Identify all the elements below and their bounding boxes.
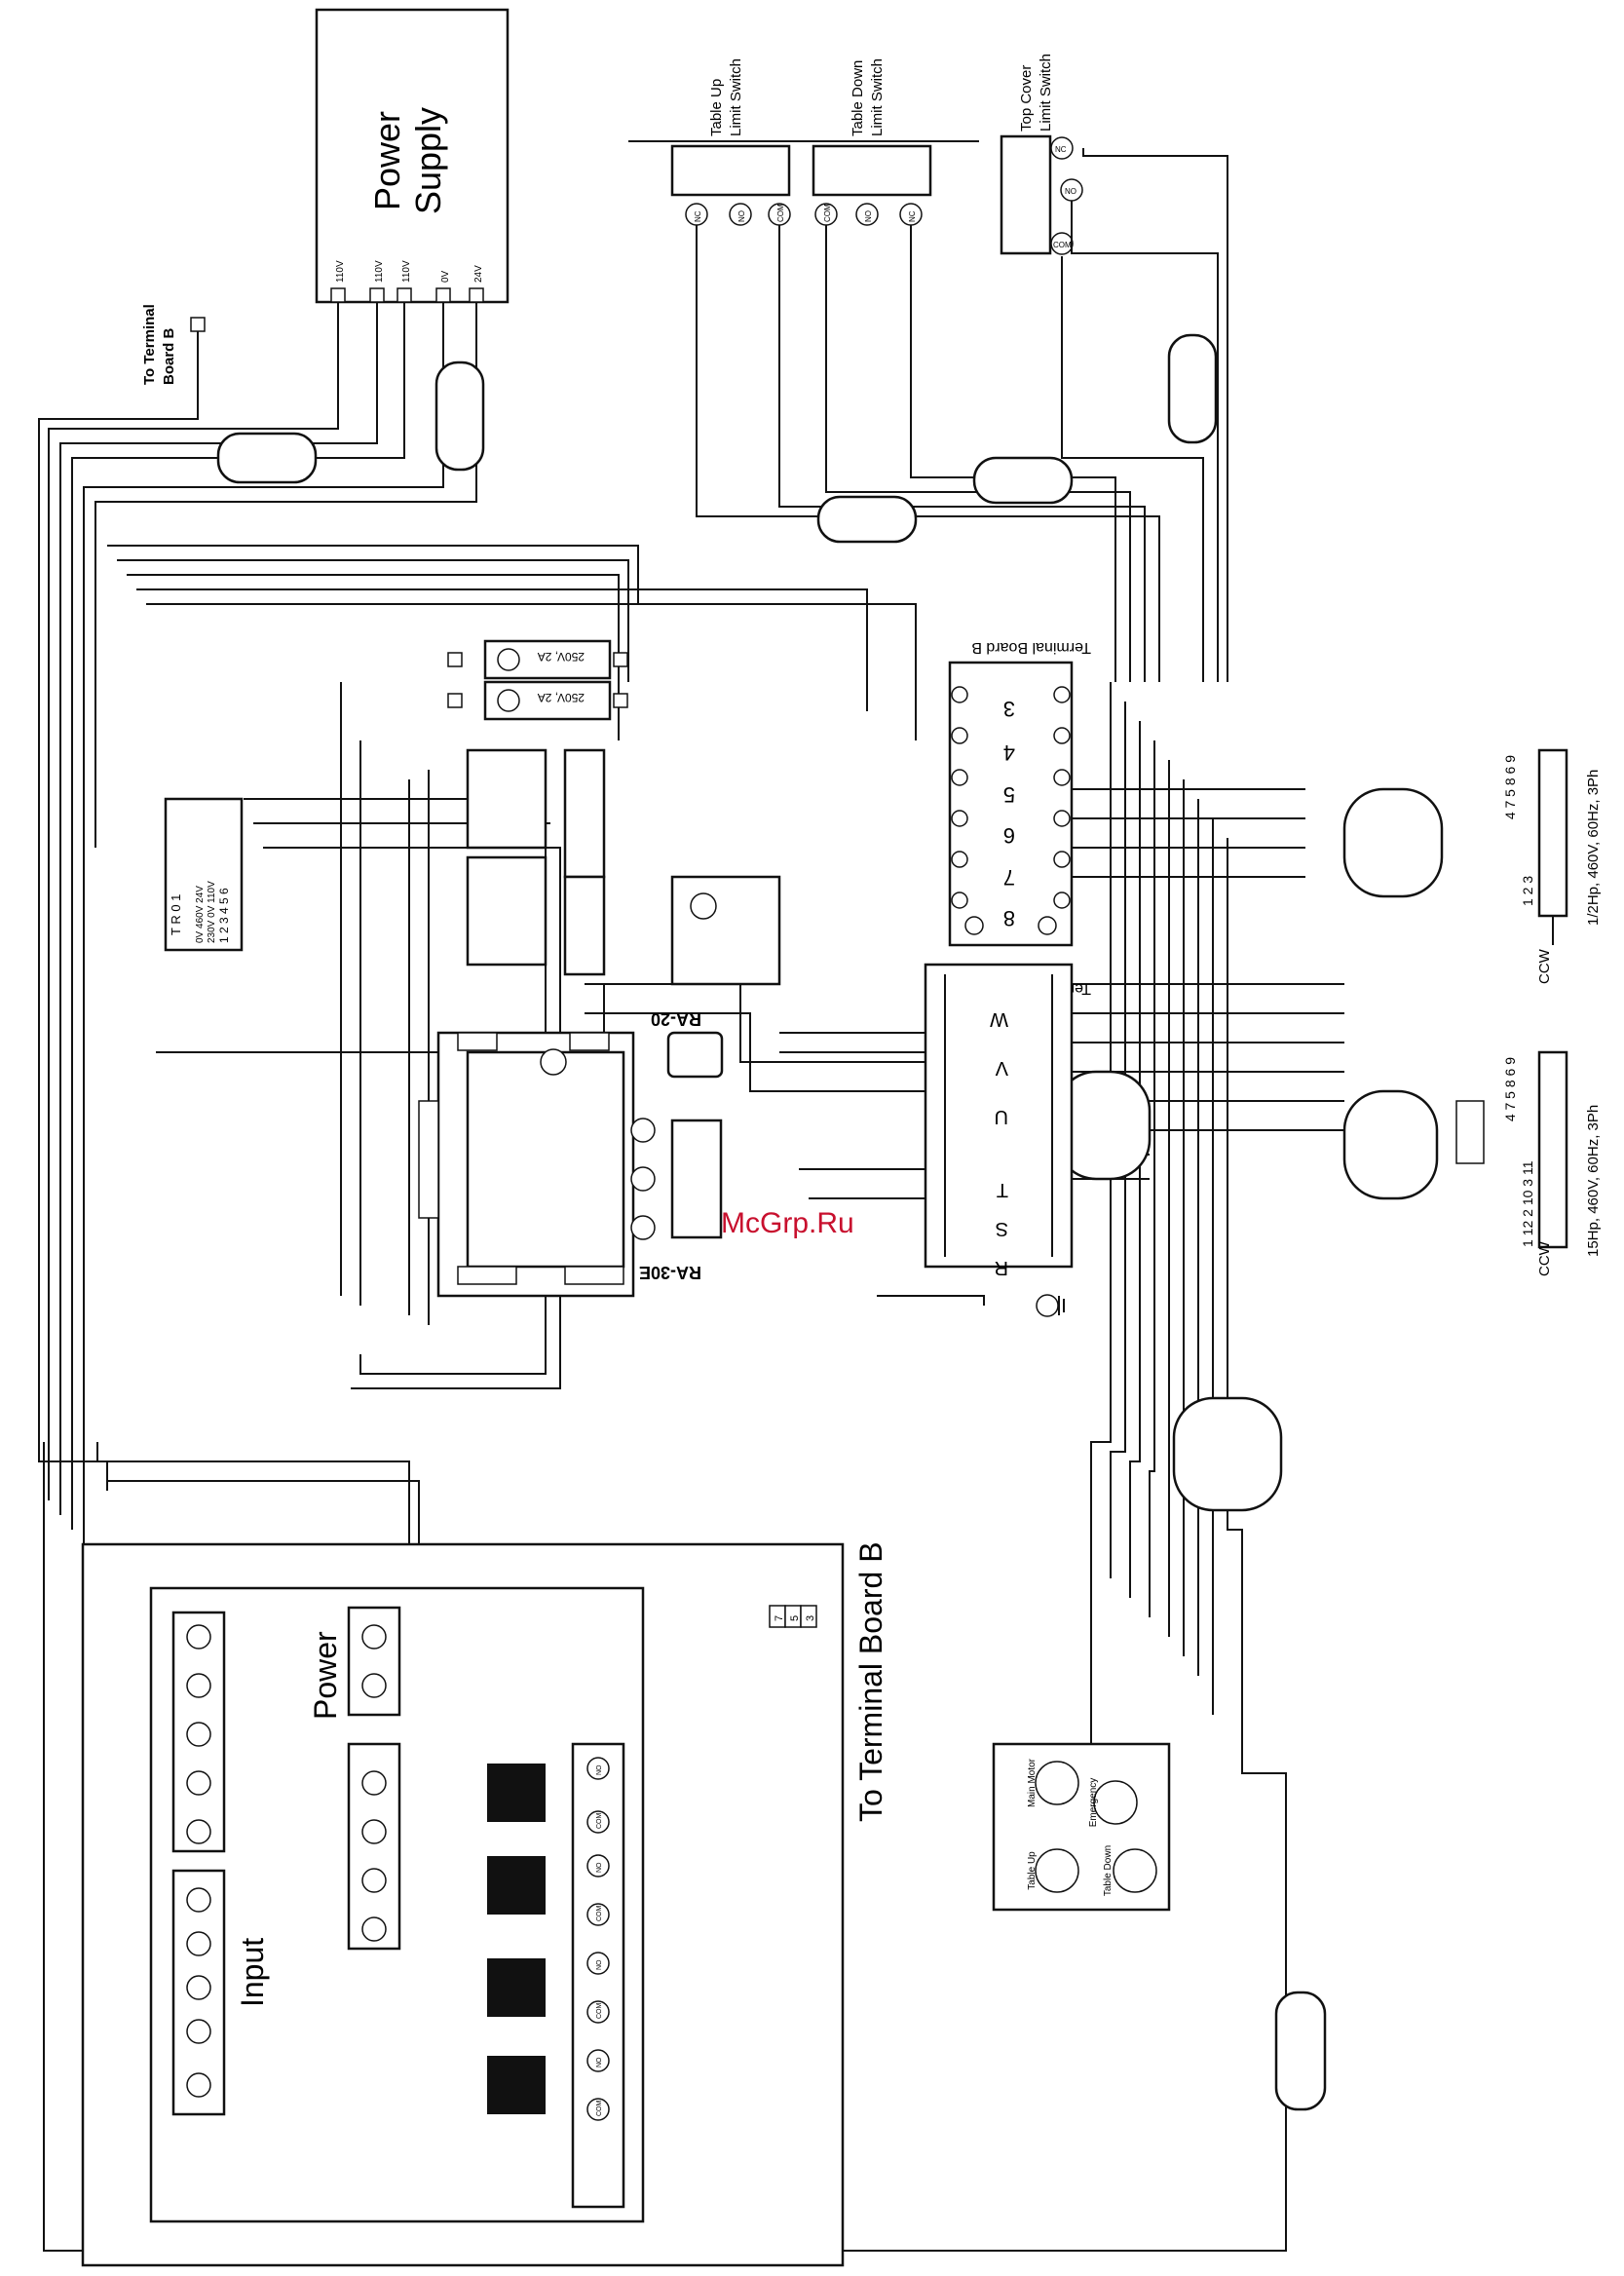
motor-large-ccw: CCW bbox=[1536, 1240, 1553, 1276]
terminal-board-b: Terminal Board B 3 4 5 6 7 8 bbox=[948, 639, 1091, 947]
relay-contact-4: COM bbox=[596, 1906, 603, 1922]
terminal-board-b-label: Terminal Board B bbox=[971, 639, 1091, 656]
panel-terminal-tags: 7 5 3 bbox=[769, 1605, 817, 1628]
relay-contact-5: NO bbox=[596, 1959, 603, 1970]
relay-contact-1: NO bbox=[596, 1764, 603, 1775]
tb-b-num-4: 4 bbox=[1003, 740, 1015, 765]
ps-pin-5: 24V bbox=[473, 265, 484, 283]
fuse-block: 250V, 2A 250V, 2A bbox=[447, 639, 628, 721]
fuse-1-label: 250V, 2A bbox=[538, 650, 585, 664]
motor-small-rating: 1/2Hp, 460V, 60Hz, 3Ph bbox=[1585, 770, 1602, 926]
xfmr-digits: 1 2 3 4 5 6 bbox=[217, 888, 231, 943]
contactor-ra-20: RA-20 bbox=[466, 748, 781, 1029]
ps-pin-1: 110V bbox=[335, 260, 346, 283]
tb-b-num-8: 8 bbox=[1003, 906, 1015, 930]
fuse-2-label: 250V, 2A bbox=[538, 691, 585, 704]
tb-b-num-5: 5 bbox=[1003, 782, 1015, 807]
tb-a-v: V bbox=[995, 1057, 1008, 1079]
motor-small-terms-bot: 1 2 3 bbox=[1520, 876, 1535, 906]
motor-small: 4 7 5 8 6 9 1 2 3 1/2Hp, 460V, 60Hz, 3Ph… bbox=[1502, 748, 1602, 984]
relay-contact-7: NO bbox=[596, 2057, 603, 2067]
to-tb-b-small-2: Board B bbox=[161, 327, 177, 385]
contactor-ra-30e: RA-30E bbox=[418, 1031, 724, 1298]
power-supply-pins: 110V 110V 110V 0V 24V bbox=[330, 260, 484, 303]
xfmr-top-row: T R 0 1 bbox=[169, 894, 183, 935]
pb-table-up: Table Up bbox=[1027, 1851, 1038, 1890]
relay-contact-8: COM bbox=[596, 2101, 603, 2117]
table-up-no: NO bbox=[737, 210, 746, 222]
tb-b-num-3: 3 bbox=[1003, 697, 1015, 721]
relay-contacts: NO COM NO COM NO COM NO COM bbox=[586, 1757, 610, 2121]
table-up-limit-switch: Table Up Limit Switch NC NO COM bbox=[670, 58, 791, 226]
top-cover-com: COM bbox=[1053, 241, 1072, 249]
transformer-terminal-block: T R 0 1 0V 460V 24V 230V 0V 110V 1 2 3 4… bbox=[164, 797, 244, 952]
ps-pin-4: 0V bbox=[440, 270, 451, 283]
to-terminal-board-b-small: To Terminal Board B bbox=[141, 304, 206, 385]
relay-blocks bbox=[487, 1764, 546, 2114]
power-supply: Power Supply 110V 110V 110V 0V 24V bbox=[315, 8, 510, 304]
panel-knobs bbox=[186, 1624, 387, 2098]
table-down-ls-1: Table Down bbox=[850, 60, 866, 136]
relay-contact-2: COM bbox=[596, 1813, 603, 1830]
pushbutton-station: Main Motor Emergency Table Up Table Down bbox=[992, 1742, 1171, 1912]
motor-large-terms-bot: 1 12 2 10 3 11 bbox=[1520, 1160, 1535, 1247]
table-down-nc: NC bbox=[908, 210, 917, 222]
to-tb-b-small-1: To Terminal bbox=[141, 304, 158, 385]
terminal-board-a: Terminal Board A W V U T S R bbox=[924, 963, 1091, 1278]
motor-small-ccw: CCW bbox=[1536, 948, 1553, 984]
tag-7: 7 bbox=[774, 1615, 785, 1621]
table-up-ls-2: Limit Switch bbox=[728, 58, 744, 136]
ground-symbol bbox=[1036, 1294, 1065, 1317]
top-cover-limit-switch: Top Cover Limit Switch NC NO COM bbox=[1000, 54, 1083, 255]
tb-a-w: W bbox=[990, 1008, 1008, 1030]
tag-3: 3 bbox=[805, 1615, 816, 1621]
motor-large-terms-top: 4 7 5 8 6 9 bbox=[1502, 1057, 1518, 1121]
top-cover-ls-1: Top Cover bbox=[1018, 65, 1035, 132]
table-down-limit-switch: Table Down Limit Switch COM NO NC bbox=[812, 58, 932, 226]
relay-contact-6: COM bbox=[596, 2003, 603, 2020]
panel-to-tb-b: To Terminal Board B bbox=[853, 1541, 888, 1822]
pb-table-down: Table Down bbox=[1103, 1845, 1114, 1896]
control-panel: Power Input NO COM NO COM NO bbox=[81, 1541, 888, 2267]
top-cover-no: NO bbox=[1065, 187, 1076, 196]
power-supply-title-1: Power bbox=[367, 111, 407, 210]
table-down-no: NO bbox=[864, 210, 873, 222]
top-cover-nc: NC bbox=[1055, 145, 1067, 154]
table-up-com: COM bbox=[776, 204, 785, 222]
tb-a-s: S bbox=[996, 1218, 1008, 1239]
pb-main-motor: Main Motor bbox=[1027, 1758, 1038, 1807]
tag-5: 5 bbox=[789, 1615, 801, 1621]
table-down-ls-2: Limit Switch bbox=[869, 58, 886, 136]
motor-large: 4 7 5 8 6 9 1 12 2 10 3 11 15Hp, 460V, 6… bbox=[1455, 1050, 1602, 1276]
ra-20-label: RA-20 bbox=[651, 1009, 701, 1029]
tb-b-screws bbox=[951, 686, 1071, 909]
cable-sheaths bbox=[216, 333, 1444, 2111]
tb-a-r: R bbox=[995, 1257, 1008, 1278]
ps-pin-2: 110V bbox=[374, 260, 385, 283]
tb-b-num-6: 6 bbox=[1003, 823, 1015, 848]
panel-power-label: Power bbox=[308, 1631, 343, 1720]
pb-emergency: Emergency bbox=[1088, 1778, 1099, 1828]
tb-a-u: U bbox=[995, 1106, 1008, 1127]
relay-contact-3: NO bbox=[596, 1862, 603, 1873]
motor-small-terms-top: 4 7 5 8 6 9 bbox=[1502, 755, 1518, 819]
panel-input-label: Input bbox=[235, 1938, 270, 2007]
power-supply-title-2: Supply bbox=[408, 107, 448, 214]
top-cover-ls-2: Limit Switch bbox=[1038, 54, 1054, 132]
table-down-com: COM bbox=[823, 204, 832, 222]
table-up-nc: NC bbox=[694, 210, 702, 222]
tb-b-num-7: 7 bbox=[1003, 865, 1015, 890]
ra-30e-label: RA-30E bbox=[639, 1263, 701, 1282]
table-up-ls-1: Table Up bbox=[708, 79, 725, 136]
tb-a-t: T bbox=[997, 1179, 1008, 1200]
motor-large-rating: 15Hp, 460V, 60Hz, 3Ph bbox=[1585, 1105, 1602, 1257]
ps-pin-3: 110V bbox=[401, 260, 412, 283]
watermark: McGrp.Ru bbox=[721, 1207, 854, 1239]
xfmr-line-a: 0V 460V 24V bbox=[195, 886, 206, 943]
xfmr-line-b: 230V 0V 110V bbox=[207, 881, 217, 943]
